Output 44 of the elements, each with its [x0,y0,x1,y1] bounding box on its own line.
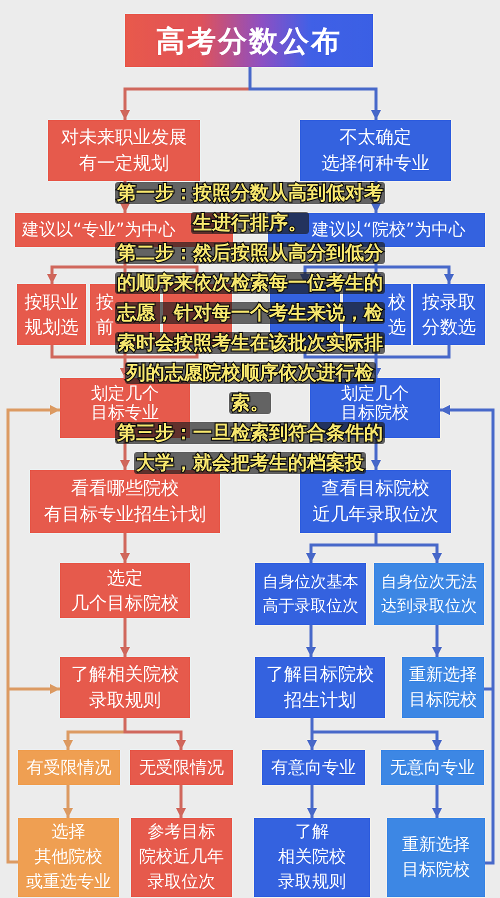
process-box: 无受限情况 [130,750,233,785]
process-box: 了解相关院校录取规则 [60,657,190,718]
subtitle-text: 列的志愿院校顺序依次进行检 [124,362,376,384]
subtitle-text: 大学，就会把考生的档案投 [134,452,366,474]
process-box: 参考目标院校近几年录取位次 [131,818,232,897]
flow-arrow [120,533,130,563]
subtitle-text: 索时会按照考生在该批次实际排 [115,332,385,354]
flow-arrow [440,405,494,864]
subtitle-text: 第二步：然后按照从高分到低分 [115,242,385,264]
subtitle-text: 索。 [229,392,271,414]
process-box: 无意向专业 [381,750,484,785]
process-box: 有受限情况 [18,750,120,785]
process-box: 按录取分数选 [413,284,485,345]
subtitle-text: 志愿，针对每一个考生来说，检 [115,302,385,324]
flow-arrow [432,625,442,657]
flow-arrow [307,785,317,818]
process-box: 自身位次基本高于录取位次 [255,563,366,625]
flow-arrow [306,625,316,657]
process-box: 不太确定选择何种专业 [300,120,451,181]
process-box: 选定几个目标院校 [60,563,190,618]
process-box: 了解目标院校招生计划 [255,657,385,718]
process-box: 自身位次无法达到录取位次 [374,563,484,625]
process-box: 有意向专业 [262,750,365,785]
flow-arrow [248,67,381,120]
flow-arrow [432,785,442,818]
flow-arrow [310,718,442,750]
heading-box: 高考分数公布 [125,14,373,67]
flow-arrow [176,785,186,818]
subtitle-text: 第一步：按照分数从高到低对考 [115,182,385,204]
flow-arrow [63,785,73,818]
process-box: 重新选择目标院校 [387,818,485,897]
process-box: 选择其他院校或重选专业 [18,818,119,897]
flow-arrow [374,533,442,563]
flow-arrow [6,684,60,864]
flow-arrow [124,718,186,750]
process-box: 了解相关院校录取规则 [254,818,370,897]
flow-arrow [120,618,130,657]
subtitle-text: 第三步：一旦检索到符合条件的 [115,422,385,444]
process-box: 重新选择目标院校 [402,657,484,718]
process-box: 对未来职业发展有一定规划 [48,120,200,181]
subtitle-text: 生进行排序。 [191,212,309,234]
process-box: 按职业规划选 [17,284,86,345]
subtitle-text: 的顺序来依次检索每一位考生的 [115,272,385,294]
flow-arrow [371,345,450,378]
